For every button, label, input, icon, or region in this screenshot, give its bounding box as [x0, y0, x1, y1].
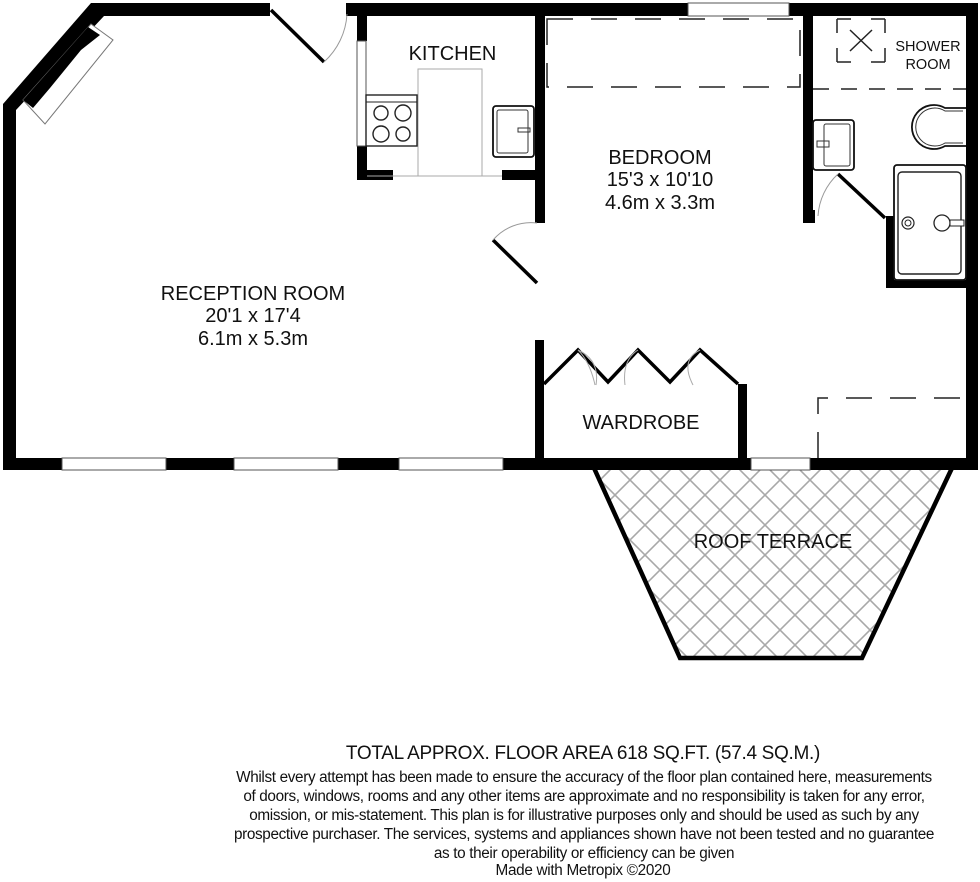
walls [3, 3, 978, 470]
disclaimer-line: prospective purchaser. The services, sys… [233, 826, 935, 843]
fireplace-icon [22, 23, 114, 125]
bedroom-dashed-outlines [546, 18, 966, 458]
disclaimer-line: as to their operability or efficiency ca… [433, 845, 735, 862]
total-floor-area: TOTAL APPROX. FLOOR AREA 618 SQ.FT. (57.… [345, 743, 821, 764]
reception-room-label: RECEPTION ROOM 20'1 x 17'4 6.1m x 5.3m [120, 283, 386, 350]
disclaimer-line: Whilst every attempt has been made to en… [236, 769, 932, 786]
doors [269, 8, 887, 386]
hob-icon [365, 94, 418, 147]
room-dims-metric: 4.6m x 3.3m [604, 191, 716, 214]
skylight-icon [836, 18, 886, 63]
shower-tray-icon [893, 164, 967, 281]
disclaimer: Whilst every attempt has been made to en… [188, 768, 980, 863]
toilet-icon [911, 104, 966, 150]
basin-icon [812, 119, 855, 171]
kitchen-sink-icon [492, 105, 535, 158]
metropix-credit: Made with Metropix ©2020 [495, 862, 671, 879]
kitchen-fixtures [365, 68, 535, 177]
roof-terrace-label: ROOF TERRACE [660, 531, 886, 553]
room-name: BEDROOM [608, 147, 712, 169]
room-dims-imperial: 15'3 x 10'10 [606, 169, 714, 192]
room-name: WARDROBE [582, 412, 700, 434]
room-name-line2: ROOM [905, 57, 951, 74]
wardrobe-label: WARDROBE [556, 412, 726, 434]
disclaimer-line: of doors, windows, rooms and any other i… [243, 788, 925, 805]
room-name-line1: SHOWER [895, 39, 961, 55]
room-name: ROOF TERRACE [693, 531, 853, 553]
room-name: RECEPTION ROOM [160, 283, 346, 305]
room-name: KITCHEN [408, 43, 497, 65]
windows [61, 2, 811, 471]
shower-room-fixtures [812, 18, 967, 281]
shower-room-label: SHOWER ROOM [880, 38, 976, 74]
roof-terrace-area [591, 467, 955, 661]
kitchen-label: KITCHEN [370, 43, 535, 65]
room-dims-imperial: 20'1 x 17'4 [205, 305, 301, 328]
disclaimer-line: omission, or mis-statement. This plan is… [249, 807, 919, 824]
room-dims-metric: 6.1m x 5.3m [197, 327, 309, 350]
bedroom-label: BEDROOM 15'3 x 10'10 4.6m x 3.3m [580, 147, 740, 214]
